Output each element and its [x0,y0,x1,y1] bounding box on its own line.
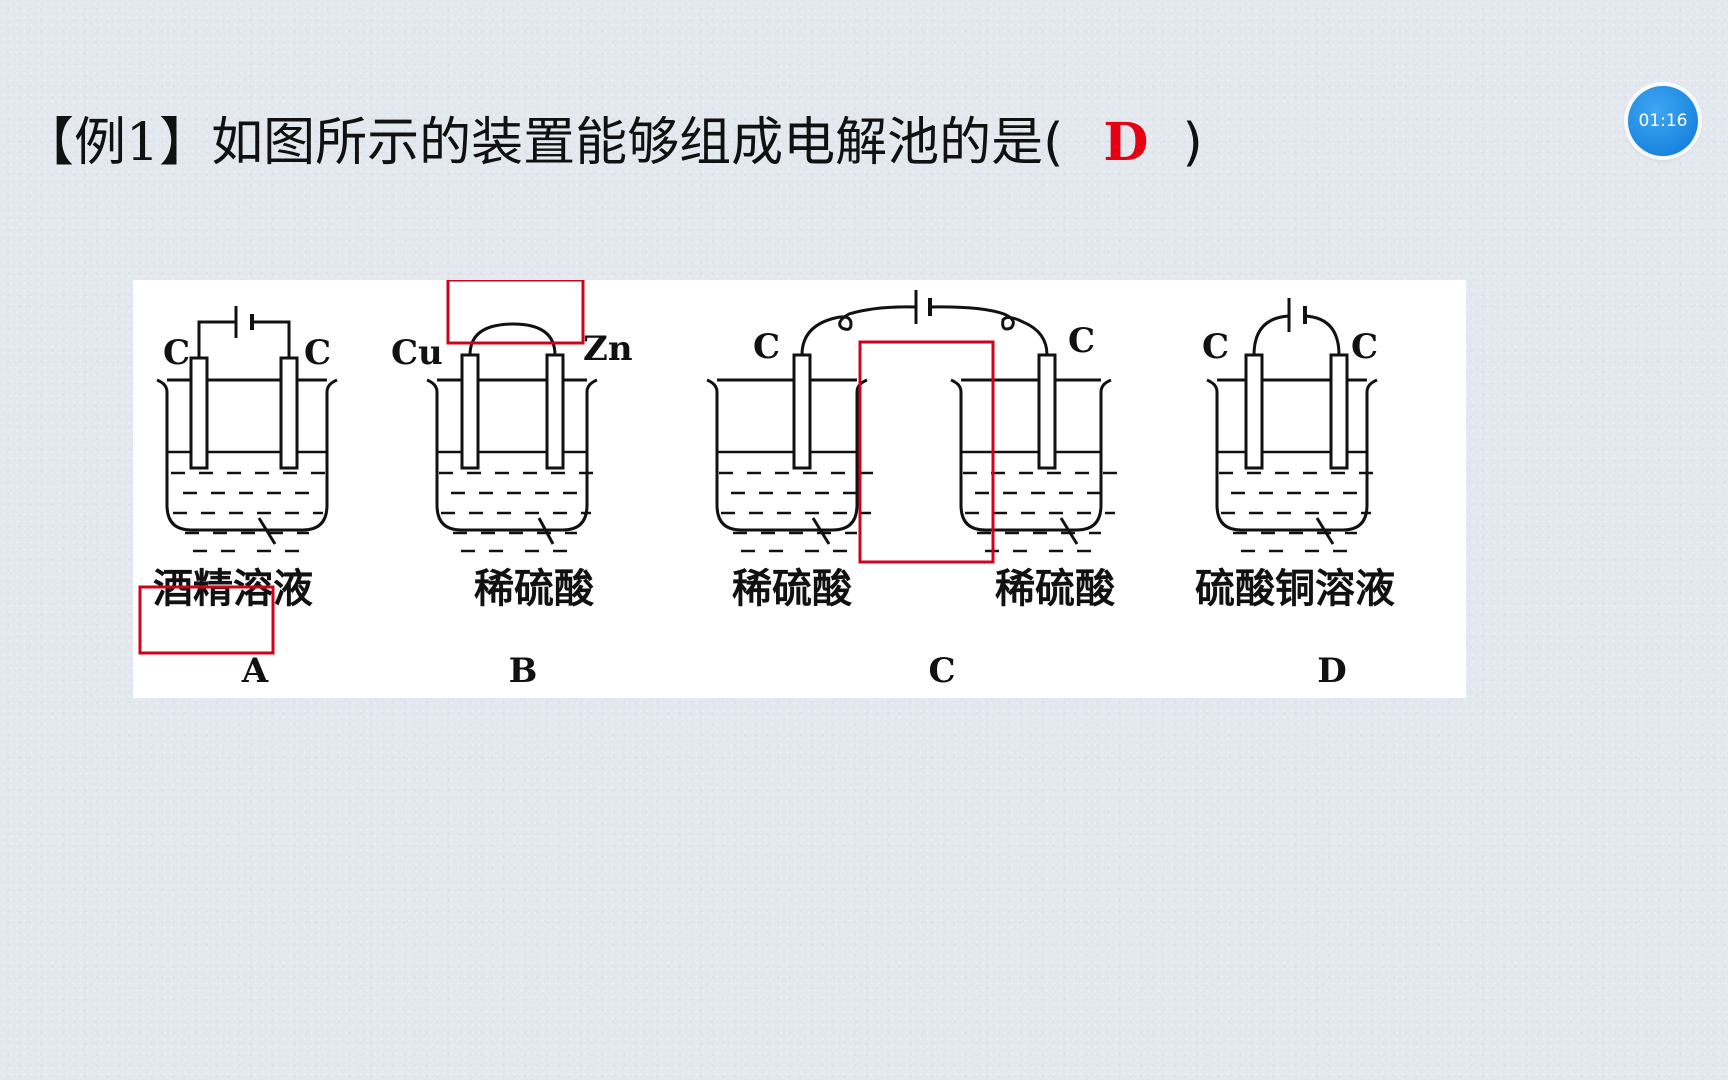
beaker-d [1206,298,1378,553]
question-body: 】如图所示的装置能够组成电解池的是( [159,113,1064,173]
a-electrode-left: C [163,333,190,373]
option-d-label: D [1317,651,1346,691]
b-electrode-right: Zn [583,329,633,369]
beaker-a [156,306,338,553]
a-electrode-right: C [304,333,331,373]
apparatus-diagram: C C 酒精溶液 A Cu Zn 稀硫酸 B C [138,280,1395,691]
beaker-b [426,322,598,553]
question-text: 【例1】如图所示的装置能够组成电解池的是( D) [22,98,1203,188]
c-electrode-left: C [753,327,780,367]
answer-letter: D [1103,112,1149,173]
highlight-box-b [446,280,585,345]
d-solution-label: 硫酸铜溶液 [1195,566,1395,612]
beaker-c-right [950,353,1119,553]
d-electrode-left: C [1202,327,1229,367]
d-electrode-right: C [1351,327,1378,367]
question-number: 1 [126,113,160,173]
c-solution-right-label: 稀硫酸 [995,566,1116,612]
question-prefix: 【例 [22,113,127,173]
c-external-circuit [800,290,1049,356]
question-close: ) [1182,113,1203,173]
c-solution-left-label: 稀硫酸 [732,566,853,612]
highlight-box-a [138,585,275,655]
option-c-label: C [928,651,955,691]
option-b-label: B [509,651,538,691]
a-solution-label: 酒精溶液 [153,566,313,612]
beaker-c-left [706,353,875,553]
b-solution-label: 稀硫酸 [474,566,595,612]
highlight-box-c [858,340,995,564]
timer-badge[interactable]: 01:16 [1628,86,1698,156]
timer-value: 01:16 [1638,111,1688,131]
apparatus-figure: C C 酒精溶液 A Cu Zn 稀硫酸 B C [133,280,1466,698]
c-electrode-right: C [1068,321,1095,361]
option-a-label: A [241,651,269,691]
b-electrode-left: Cu [391,333,443,373]
